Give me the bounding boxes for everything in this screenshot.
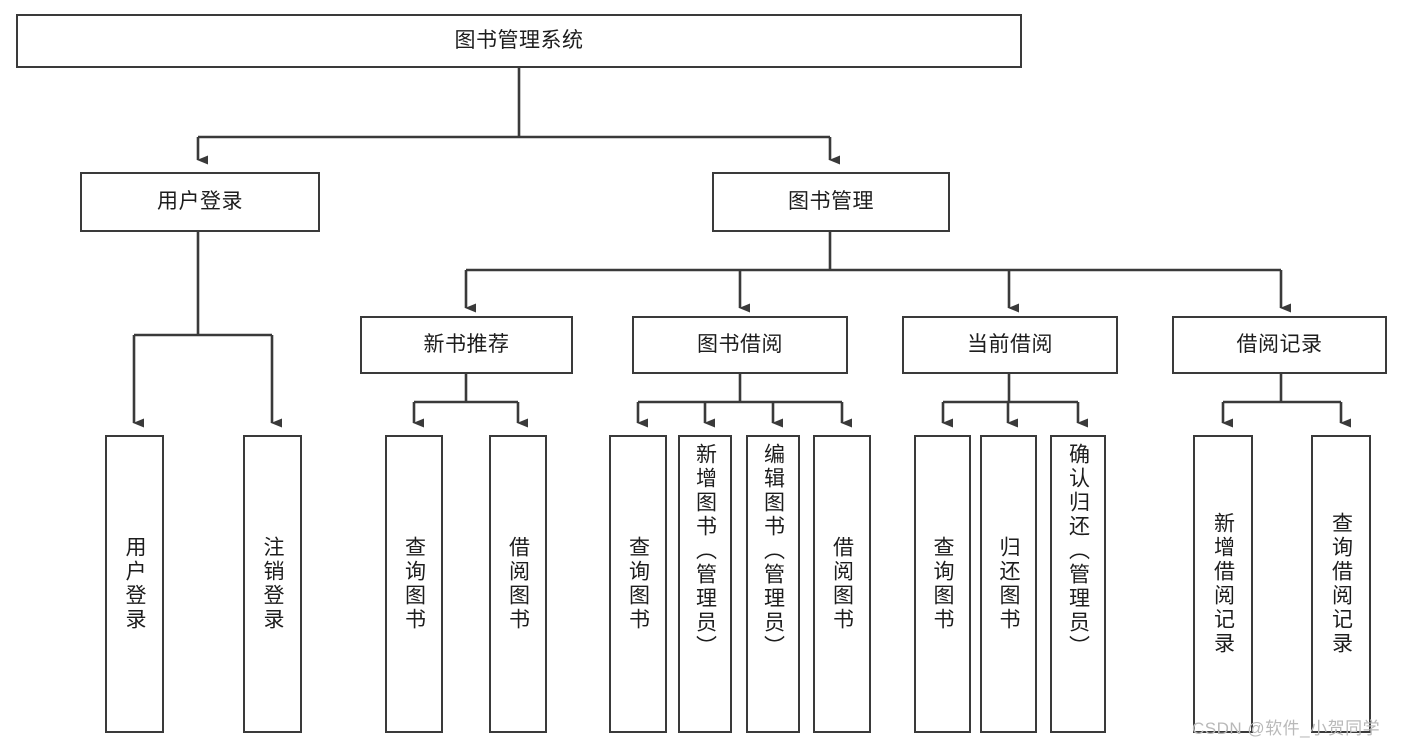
node-leaf-add-book[interactable]: 新增图书（管理员） (678, 435, 732, 733)
node-new-book-recommend-label: 新书推荐 (423, 333, 510, 357)
node-borrow-record-label: 借阅记录 (1236, 333, 1323, 357)
node-leaf-add-book-label: 新增图书（管理员） (693, 443, 717, 659)
node-leaf-borrow-book-2[interactable]: 借阅图书 (813, 435, 871, 733)
node-leaf-borrow-book-1[interactable]: 借阅图书 (489, 435, 547, 733)
node-leaf-query-book-2[interactable]: 查询图书 (609, 435, 667, 733)
node-leaf-user-login[interactable]: 用户登录 (105, 435, 164, 733)
csdn-watermark: CSDN @软件_小贺同学 (1192, 719, 1381, 738)
node-book-borrow[interactable]: 图书借阅 (632, 316, 848, 374)
node-leaf-user-login-label: 用户登录 (123, 536, 146, 632)
node-leaf-confirm-return[interactable]: 确认归还（管理员） (1050, 435, 1106, 733)
node-leaf-query-record-label: 查询借阅记录 (1329, 512, 1353, 656)
node-root-label: 图书管理系统 (454, 29, 584, 53)
node-leaf-query-book-2-label: 查询图书 (626, 536, 650, 632)
node-leaf-query-book-3[interactable]: 查询图书 (914, 435, 971, 733)
node-leaf-query-book-3-label: 查询图书 (931, 536, 954, 632)
node-borrow-record[interactable]: 借阅记录 (1172, 316, 1387, 374)
node-leaf-add-record-label: 新增借阅记录 (1211, 512, 1235, 656)
node-current-borrow-label: 当前借阅 (967, 333, 1053, 357)
node-current-borrow[interactable]: 当前借阅 (902, 316, 1118, 374)
node-leaf-edit-book[interactable]: 编辑图书（管理员） (746, 435, 800, 733)
node-leaf-query-book-1[interactable]: 查询图书 (385, 435, 443, 733)
node-user-login-label: 用户登录 (157, 190, 243, 214)
node-new-book-recommend[interactable]: 新书推荐 (360, 316, 573, 374)
node-user-login[interactable]: 用户登录 (80, 172, 320, 232)
node-leaf-query-book-1-label: 查询图书 (402, 536, 426, 632)
node-leaf-edit-book-label: 编辑图书（管理员） (761, 443, 785, 659)
node-leaf-return-book-label: 归还图书 (997, 536, 1020, 632)
node-book-borrow-label: 图书借阅 (697, 333, 783, 357)
node-leaf-borrow-book-2-label: 借阅图书 (830, 536, 854, 632)
node-leaf-logout-login-label: 注销登录 (261, 536, 284, 632)
node-root[interactable]: 图书管理系统 (16, 14, 1022, 68)
node-leaf-logout-login[interactable]: 注销登录 (243, 435, 302, 733)
node-leaf-borrow-book-1-label: 借阅图书 (506, 536, 530, 632)
node-book-manage[interactable]: 图书管理 (712, 172, 950, 232)
node-book-manage-label: 图书管理 (788, 190, 874, 214)
node-leaf-query-record[interactable]: 查询借阅记录 (1311, 435, 1371, 733)
node-leaf-add-record[interactable]: 新增借阅记录 (1193, 435, 1253, 733)
node-leaf-confirm-return-label: 确认归还（管理员） (1066, 443, 1090, 659)
node-leaf-return-book[interactable]: 归还图书 (980, 435, 1037, 733)
